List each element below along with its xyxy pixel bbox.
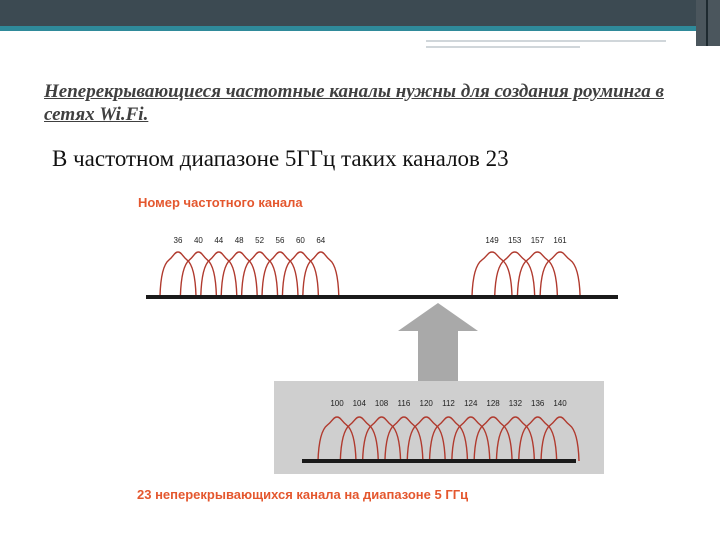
channel-curve	[428, 416, 469, 462]
channel-curve	[159, 251, 197, 297]
channel-curve	[317, 416, 357, 462]
channel-label: 56	[276, 236, 285, 245]
channel-label: 116	[398, 399, 411, 408]
diagram-header: Номер частотного канала	[138, 195, 303, 210]
channel-label: 108	[375, 399, 389, 408]
channel-label: 124	[464, 399, 478, 408]
slide-main-text: В частотном диапазоне 5ГГц таких каналов…	[52, 146, 509, 171]
channel-curve	[240, 251, 279, 297]
channel-curve	[516, 251, 559, 297]
bottom-frequency-axis	[302, 459, 576, 463]
slide-corner-line	[706, 0, 708, 46]
channel-curve	[473, 416, 513, 462]
channel-label: 52	[255, 236, 264, 245]
slide-corner-block	[696, 0, 720, 46]
channel-label: 112	[442, 399, 455, 408]
top-right-channel-labels: 149 153 157 161	[485, 236, 567, 245]
channel-curve	[220, 251, 258, 297]
slide-subtitle: Неперекрывающиеся частотные каналы нужны…	[44, 81, 664, 125]
top-frequency-axis	[146, 295, 618, 299]
channel-curve	[302, 251, 340, 297]
channel-label: 100	[330, 399, 344, 408]
channel-curve	[361, 416, 402, 462]
channel-label: 36	[174, 236, 183, 245]
channel-label: 149	[485, 236, 499, 245]
channel-curve	[539, 251, 581, 297]
diagram-footer: 23 неперекрывающихся канала на диапазоне…	[137, 487, 468, 502]
channel-curve	[261, 251, 299, 297]
channel-curve	[200, 251, 238, 297]
channel-curve	[339, 416, 379, 462]
channel-curve	[179, 251, 218, 297]
channel-label: 157	[531, 236, 545, 245]
up-arrow	[398, 303, 478, 383]
channel-curve	[384, 416, 424, 462]
channel-curve	[495, 416, 536, 462]
top-left-channel-labels: 36 40 44 48 52 56 60 64	[174, 236, 326, 245]
channel-curve	[518, 416, 558, 462]
channel-label: 161	[553, 236, 567, 245]
channel-label: 132	[509, 399, 523, 408]
decor-line	[426, 46, 580, 48]
bottom-channel-curves	[317, 416, 580, 462]
channel-curve	[540, 416, 580, 462]
channel-curve	[281, 251, 320, 297]
top-right-channel-curves	[471, 251, 581, 297]
channel-curve	[406, 416, 446, 462]
channel-label: 136	[531, 399, 545, 408]
channel-label: 120	[420, 399, 434, 408]
top-left-channel-curves	[159, 251, 340, 297]
bottom-channel-labels: 100 104 108 116 120 112 124 128 132 136 140	[330, 399, 567, 408]
slide-top-band	[0, 0, 720, 26]
channel-curve	[471, 251, 513, 297]
channel-label: 140	[553, 399, 567, 408]
channel-label: 44	[214, 236, 223, 245]
channel-label: 104	[353, 399, 367, 408]
slide-top-band-accent	[0, 26, 720, 31]
channel-curve	[494, 251, 536, 297]
channel-label: 60	[296, 236, 305, 245]
channel-curve	[451, 416, 491, 462]
channel-label: 128	[486, 399, 500, 408]
channel-label: 153	[508, 236, 522, 245]
channel-label: 64	[316, 236, 325, 245]
channel-label: 40	[194, 236, 203, 245]
decor-line	[426, 40, 666, 42]
channel-label: 48	[235, 236, 244, 245]
